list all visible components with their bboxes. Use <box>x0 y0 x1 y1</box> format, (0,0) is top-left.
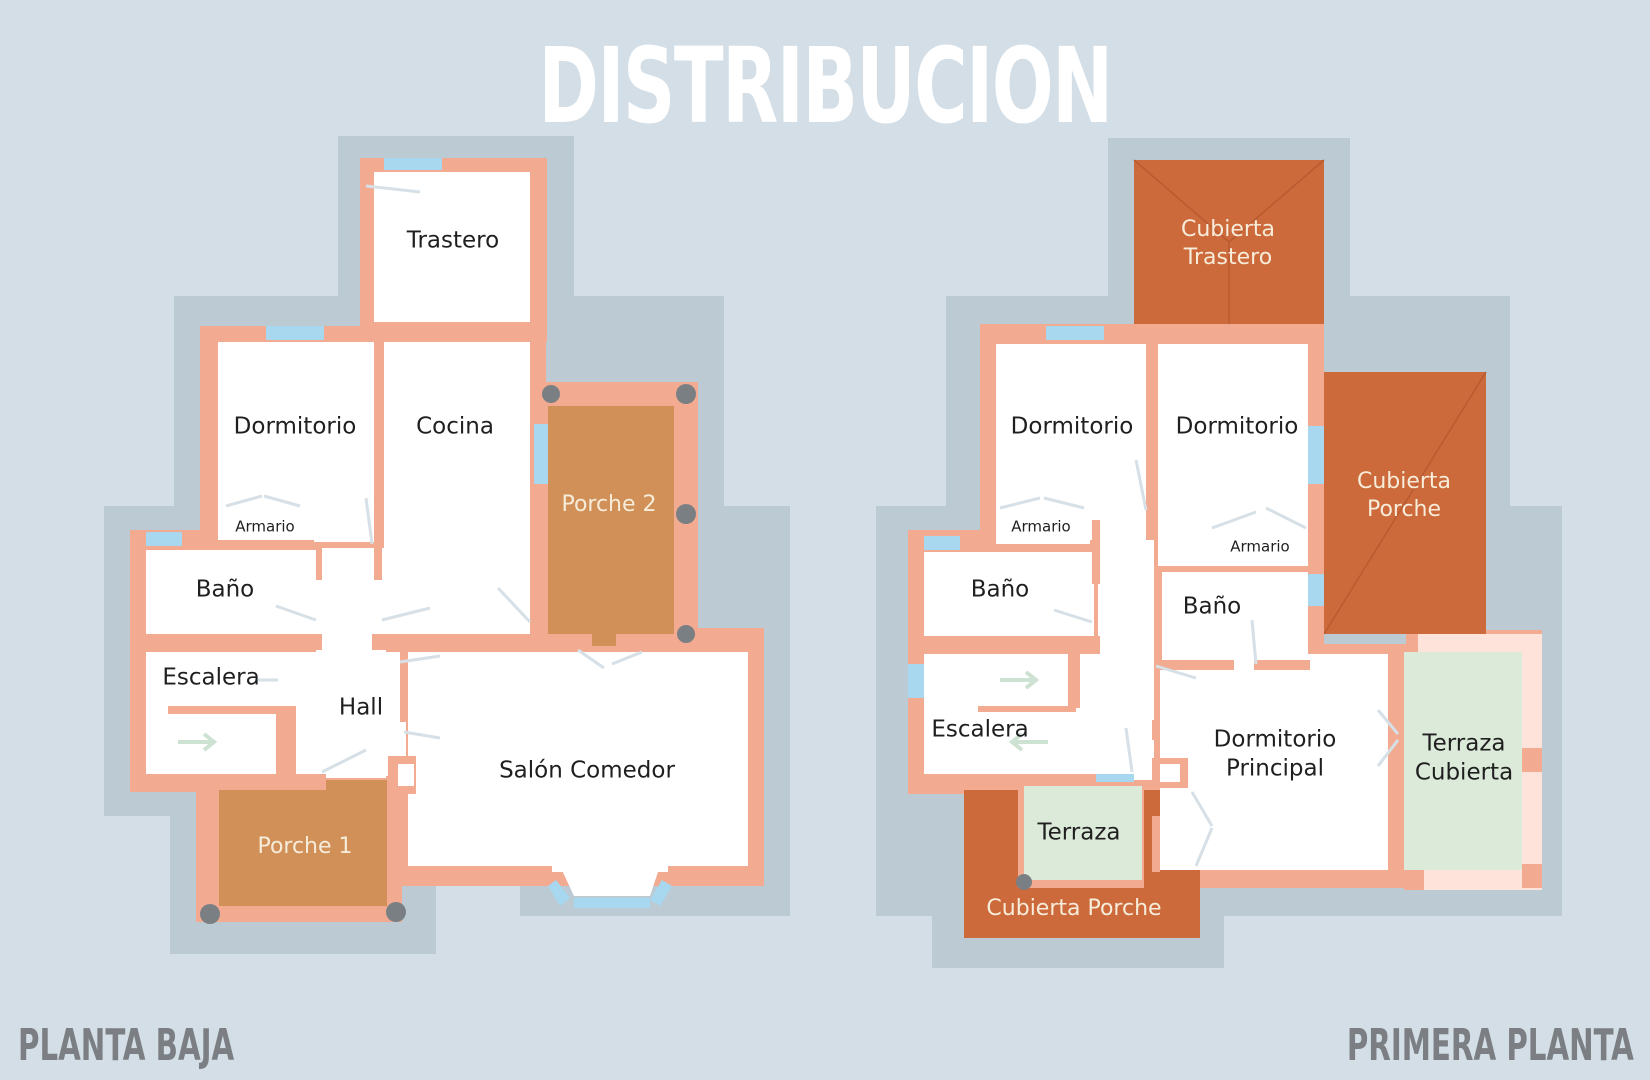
room-bano-1 <box>924 552 1094 636</box>
label-bano-2: Baño <box>1182 593 1242 620</box>
primera-planta-rooms <box>924 344 1388 870</box>
roof-cubierta-trastero <box>1133 159 1325 324</box>
planta-baja-doors <box>225 184 643 774</box>
label-escalera: Escalera <box>162 664 260 691</box>
terraza-cubierta-floor <box>1404 652 1522 870</box>
label-salon-comedor: Salón Comedor <box>499 757 675 784</box>
room-dormitorio-principal <box>1160 654 1388 870</box>
room-armario-2 <box>1216 528 1308 564</box>
porche-1-floor <box>219 780 387 906</box>
label-terraza: Terraza <box>1037 819 1121 846</box>
label-dormitorio-2: Dormitorio <box>1175 413 1299 440</box>
label-cocina: Cocina <box>416 413 494 440</box>
room-dormitorio-1 <box>996 344 1146 540</box>
label-terraza-cubierta: Terraza Cubierta <box>1414 730 1514 786</box>
porche-2-floor <box>548 406 674 646</box>
room-cocina <box>384 342 530 634</box>
planta-baja-plan <box>104 136 790 954</box>
terraza-cubierta-posts <box>1404 748 1542 890</box>
planta-baja-windows <box>146 158 672 908</box>
room-escalera <box>924 654 1152 774</box>
primera-planta-doors <box>999 459 1400 867</box>
room-salon-bay <box>560 866 660 896</box>
stair-arrow-left-icon <box>1008 732 1048 752</box>
label-trastero: Trastero <box>406 227 500 254</box>
room-salon <box>408 652 748 872</box>
label-armario-2: Armario <box>1230 537 1290 556</box>
terraza-floor <box>1024 786 1142 880</box>
label-dormitorio-1: Dormitorio <box>1010 413 1134 440</box>
label-cubierta-porche-bottom: Cubierta Porche <box>986 895 1162 921</box>
label-dormitorio: Dormitorio <box>233 413 357 440</box>
primera-planta-post <box>1016 874 1032 890</box>
room-hall-lower <box>296 652 406 776</box>
stair-arrow-right-icon <box>1000 670 1040 690</box>
label-cubierta-trastero: Cubierta Trastero <box>1180 216 1276 270</box>
roof-cubierta-porche-right <box>1323 371 1487 635</box>
label-dormitorio-principal: Dormitorio Principal <box>1213 726 1337 782</box>
room-armario-1 <box>996 508 1090 544</box>
label-armario-1: Armario <box>1011 517 1071 536</box>
room-trastero <box>374 172 530 322</box>
planta-baja-rooms <box>146 172 748 896</box>
planta-baja-posts <box>200 384 696 924</box>
page-title: DISTRIBUCION <box>538 25 1113 147</box>
label-bano: Baño <box>195 576 255 603</box>
primera-planta-plan <box>876 138 1562 968</box>
floor-label-primera-planta: PRIMERA PLANTA <box>1347 1020 1634 1071</box>
floor-label-planta-baja: PLANTA BAJA <box>18 1020 235 1071</box>
label-porche-2: Porche 2 <box>561 491 657 517</box>
label-porche-1: Porche 1 <box>257 833 353 859</box>
room-armario <box>218 508 312 544</box>
room-bano-2 <box>1160 572 1308 660</box>
primera-planta-windows <box>908 326 1324 782</box>
closet-niche-2 <box>1160 764 1180 782</box>
label-bano-1: Baño <box>970 576 1030 603</box>
closet-niche <box>398 764 414 786</box>
label-armario: Armario <box>235 517 295 536</box>
label-cubierta-porche-right: Cubierta Porche <box>1356 468 1452 522</box>
stair-arrow-icon <box>178 732 218 752</box>
stair-railing <box>978 654 1076 712</box>
label-escalera: Escalera <box>931 716 1029 743</box>
room-bano <box>146 550 316 634</box>
label-hall: Hall <box>338 694 384 721</box>
planta-baja-partitions <box>146 342 762 886</box>
